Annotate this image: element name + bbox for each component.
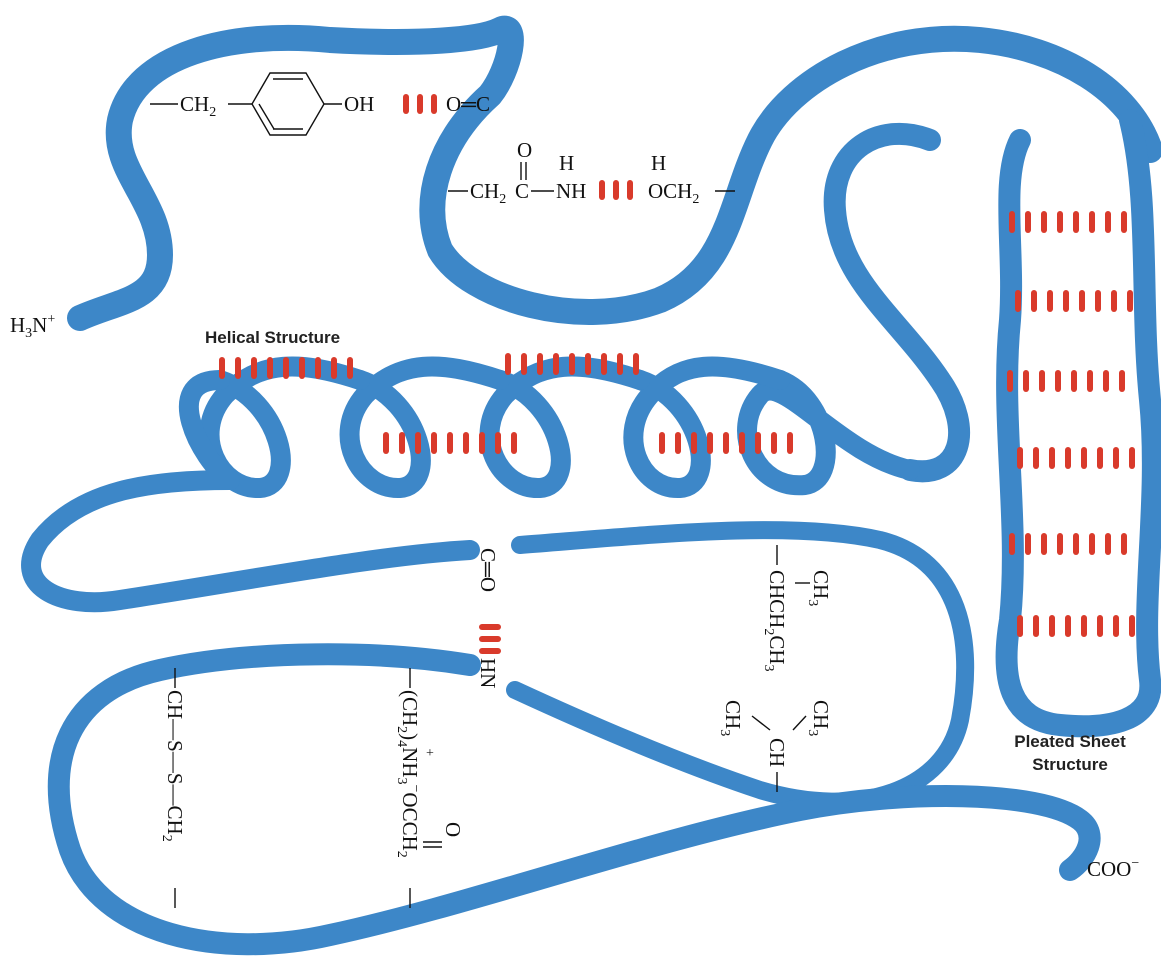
lysine-side-chain: (CH2)4NH3−OCCH2	[394, 690, 423, 858]
ile-chain: CHCH2CH3	[761, 570, 789, 672]
c-terminus: COO−	[1087, 856, 1139, 881]
helical-structure-label: Helical Structure	[205, 328, 340, 347]
hydrophobic-interaction: CH3 CHCH2CH3 CH3 CH3 CH	[717, 545, 833, 792]
serine-h: H	[651, 151, 666, 175]
helix-hbond-1	[219, 357, 353, 379]
backbone-co: C═O	[476, 548, 500, 592]
backbone-carbonyl-amide: C═O HN	[476, 548, 500, 688]
leu-ch: CH	[765, 738, 789, 767]
leu-ch3-right: CH3	[805, 700, 833, 736]
protein-ribbon	[21, 16, 1161, 956]
disulfide-bridge: CH—S—S—CH2	[159, 668, 187, 908]
n-terminus: H3N+	[10, 312, 55, 341]
tyr-partner-carbonyl: O═C	[446, 92, 490, 116]
backbone-hbond	[479, 624, 501, 654]
amide-left: CH2	[470, 179, 506, 207]
leu-ch3-left: CH3	[717, 700, 745, 736]
amide-serine-hbond-group: O H CH2 C NH H OCH2	[448, 138, 735, 207]
serine-och2: OCH2	[648, 179, 699, 207]
disulfide-text: CH—S—S—CH2	[159, 690, 187, 842]
helix-hbond-3	[383, 432, 517, 454]
helix-hbond-4	[659, 432, 793, 454]
amide-c: C	[515, 179, 529, 203]
sheet-hbonds	[1007, 211, 1135, 637]
pleated-sheet-label-line1: Pleated Sheet	[1014, 732, 1126, 751]
tyr-oh: OH	[344, 92, 374, 116]
backbone-hn: HN	[476, 658, 500, 688]
aspartate-o: O	[441, 822, 465, 837]
pleated-sheet-label-line2: Structure	[1032, 755, 1108, 774]
amide-h: H	[559, 151, 574, 175]
helix-hbond-2	[505, 353, 639, 375]
salt-bridge: (CH2)4NH3−OCCH2 + O	[394, 668, 465, 908]
amide-nh: NH	[556, 179, 586, 203]
benzene-ring	[251, 72, 325, 136]
ile-ch3: CH3	[805, 570, 833, 606]
tyrosine-hbond-group: CH2 OH O═C	[150, 72, 490, 136]
amide-o: O	[517, 138, 532, 162]
tyr-ch2: CH2	[180, 92, 216, 120]
lysine-plus-charge: +	[426, 746, 434, 761]
hydrogen-bonds	[219, 94, 1135, 654]
